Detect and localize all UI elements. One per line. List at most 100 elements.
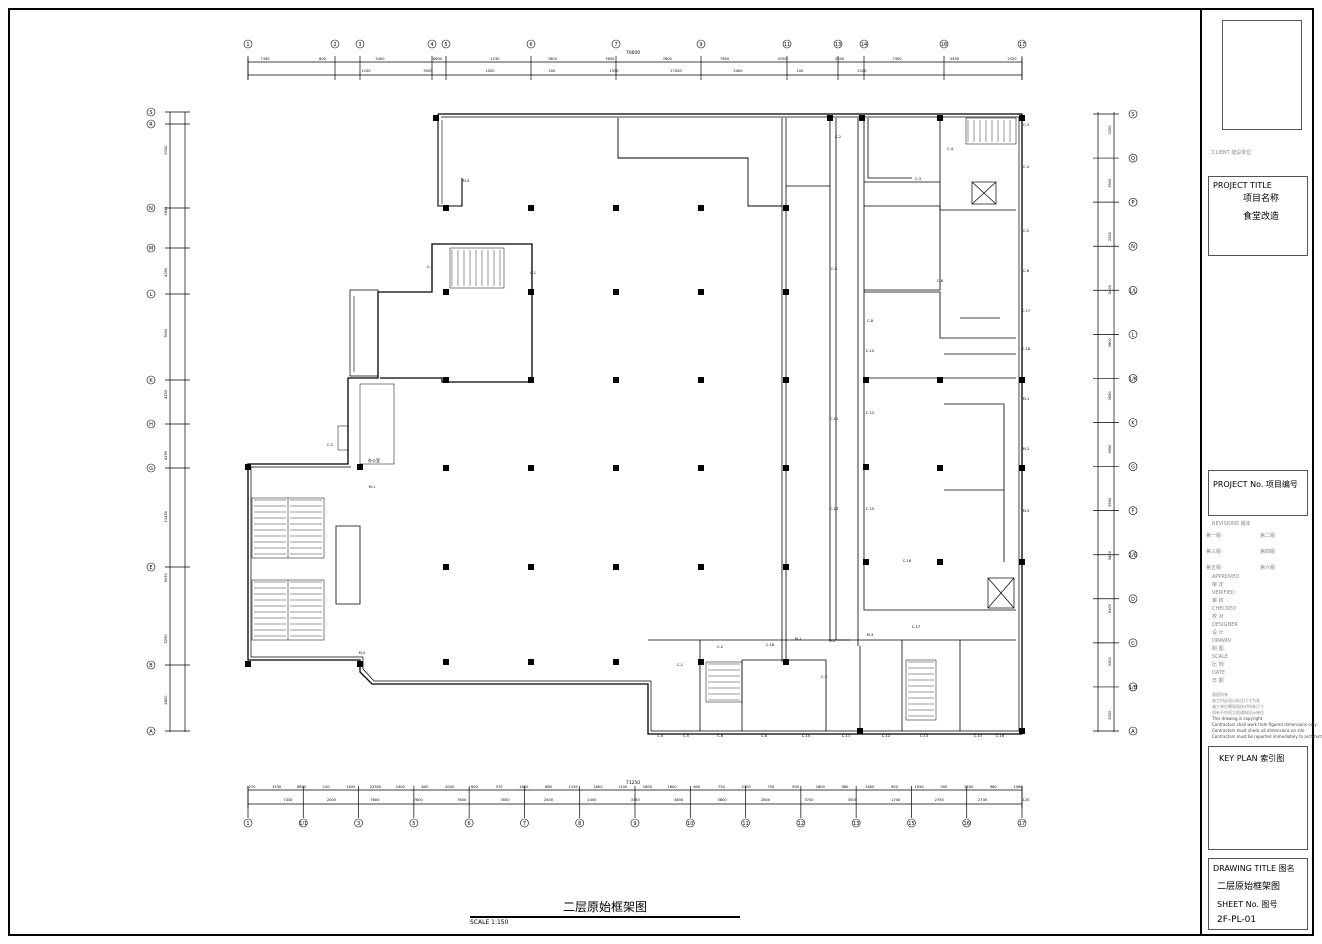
- bottom-axis-4: 6: [464, 818, 474, 828]
- top-dim-b-0: 1100: [361, 69, 371, 73]
- column: [443, 659, 449, 665]
- right-axis-0-text: S: [1131, 112, 1134, 118]
- column: [698, 564, 704, 570]
- bottom-dim-b-15: 2750: [935, 798, 945, 802]
- right-axis-9-text: F: [1132, 509, 1135, 515]
- left-axis-6-text: H: [149, 422, 153, 428]
- top-axis-2: 3: [355, 39, 365, 49]
- revision-2: 第三版: [1206, 549, 1222, 555]
- column: [783, 659, 789, 665]
- door-tag-5: C-3: [915, 177, 921, 181]
- bottom-dim-b-4: 7600: [457, 798, 467, 802]
- sheet-no-label: SHEET No. 图号: [1217, 900, 1278, 909]
- bottom-dim-a-10: 370: [496, 785, 504, 789]
- top-axis-1-text: 2: [333, 42, 336, 48]
- bottom-dim-a-18: 600: [693, 785, 701, 789]
- column: [443, 564, 449, 570]
- drawing-sheet-border: [8, 8, 1314, 936]
- door-tag-21: C-1: [677, 663, 683, 667]
- column: [433, 115, 439, 121]
- bottom-dim-a-8: 1000: [445, 785, 455, 789]
- key-plan-box: KEY PLAN 索引图: [1208, 746, 1308, 850]
- bottom-dim-b-17: 120: [1023, 798, 1031, 802]
- left-axis-8-text: E: [149, 565, 152, 571]
- left-axis-10-text: A: [149, 729, 153, 735]
- top-axis-3-text: 4: [430, 42, 433, 48]
- stair-left-upper: [251, 497, 325, 559]
- top-axis-4-text: 5: [444, 42, 447, 48]
- left-axis-5: K: [146, 375, 156, 385]
- top-total-dimension: 70600: [626, 50, 640, 56]
- left-axis-3: M: [146, 243, 156, 253]
- stair-top-center: [449, 247, 505, 289]
- revision-3: 第四版: [1260, 549, 1276, 555]
- bottom-dim-a-20: 2100: [742, 785, 752, 789]
- revision-0: 第一版: [1206, 533, 1222, 539]
- role-cn-4: 制 图: [1212, 646, 1224, 652]
- stair-bottom-left: [705, 661, 743, 703]
- door-tag-26: C-6: [717, 734, 724, 738]
- left-dim-4: 4350: [164, 389, 168, 399]
- door-tag-28: C-10: [802, 734, 811, 738]
- bottom-dim-a-9: 600: [471, 785, 479, 789]
- top-dim-a-0: 7330: [260, 57, 270, 61]
- top-dimension-ticks: [247, 56, 1023, 80]
- bottom-dim-a-23: 1800: [816, 785, 826, 789]
- bottom-axis-0: 1: [243, 818, 253, 828]
- bottom-dim-b-12: 3700: [804, 798, 814, 802]
- project-title-box: PROJECT TITLE 项目名称 食堂改造: [1208, 176, 1308, 256]
- door-tag-17: C-18: [766, 643, 775, 647]
- door-tag-4: C-2: [835, 135, 841, 139]
- door-tag-39: C-1: [427, 265, 433, 269]
- bottom-axis-14: 17: [1017, 818, 1027, 828]
- top-axis-3: 4: [427, 39, 437, 49]
- bottom-axis-3: 5: [409, 818, 419, 828]
- column: [857, 728, 863, 734]
- bottom-axis-10: 12: [796, 818, 806, 828]
- door-tag-40: C-2: [327, 443, 333, 447]
- door-tag-16: C-17: [912, 625, 920, 629]
- right-dim-6: 3650: [1108, 444, 1112, 454]
- top-dim-b-2: 1200: [485, 69, 495, 73]
- bottom-dim-a-11: 1800: [519, 785, 529, 789]
- door-tag-25: C-5: [683, 734, 689, 738]
- left-axis-4: L: [146, 289, 156, 299]
- door-tag-42: C-4: [1023, 165, 1030, 169]
- left-axis-7: G: [146, 463, 156, 473]
- left-axis-3-text: M: [149, 246, 153, 252]
- column: [937, 559, 943, 565]
- top-axis-8: 11: [782, 39, 792, 49]
- bottom-dim-a-25: 1800: [865, 785, 875, 789]
- bottom-dim-b-3: 7600: [414, 798, 424, 802]
- revision-4: 第五版: [1206, 565, 1222, 571]
- bottom-dim-a-27: 1050: [915, 785, 925, 789]
- bottom-axis-5: 7: [520, 818, 529, 828]
- role-cn-1: 审 核: [1212, 598, 1224, 604]
- column: [443, 465, 449, 471]
- bottom-dim-a-0: 270: [249, 785, 257, 789]
- top-dim-a-3: 6600: [433, 57, 443, 61]
- right-dim-2: 2500: [1108, 231, 1112, 241]
- door-tag-33: C-16: [996, 734, 1005, 738]
- bottom-dim-a-30: 960: [990, 785, 998, 789]
- bottom-dim-b-16: 2730: [978, 798, 988, 802]
- bottom-dim-b-5: 3500: [500, 798, 510, 802]
- top-axis-5-text: 6: [529, 42, 532, 48]
- bottom-axis-1-text: 1/1: [299, 821, 307, 827]
- column: [613, 564, 619, 570]
- door-tag-34: C-17: [1022, 309, 1030, 313]
- top-axis-0: 1: [243, 39, 253, 49]
- column: [783, 289, 789, 295]
- stair-top-right: [965, 117, 1017, 145]
- bottom-total-dimension: 71250: [626, 780, 640, 786]
- top-axis-7: 9: [696, 39, 706, 49]
- top-axis-4: 5: [441, 39, 451, 49]
- right-dim-0: 3200: [1108, 125, 1112, 135]
- bottom-dimension-ticks: [247, 786, 1023, 818]
- bottom-axis-13-text: 16: [964, 821, 970, 827]
- right-axis-1: Q: [1128, 153, 1138, 163]
- right-axis-5: L: [1128, 330, 1138, 339]
- top-dim-a-11: 7300: [892, 57, 902, 61]
- revision-5: 第六版: [1260, 565, 1276, 571]
